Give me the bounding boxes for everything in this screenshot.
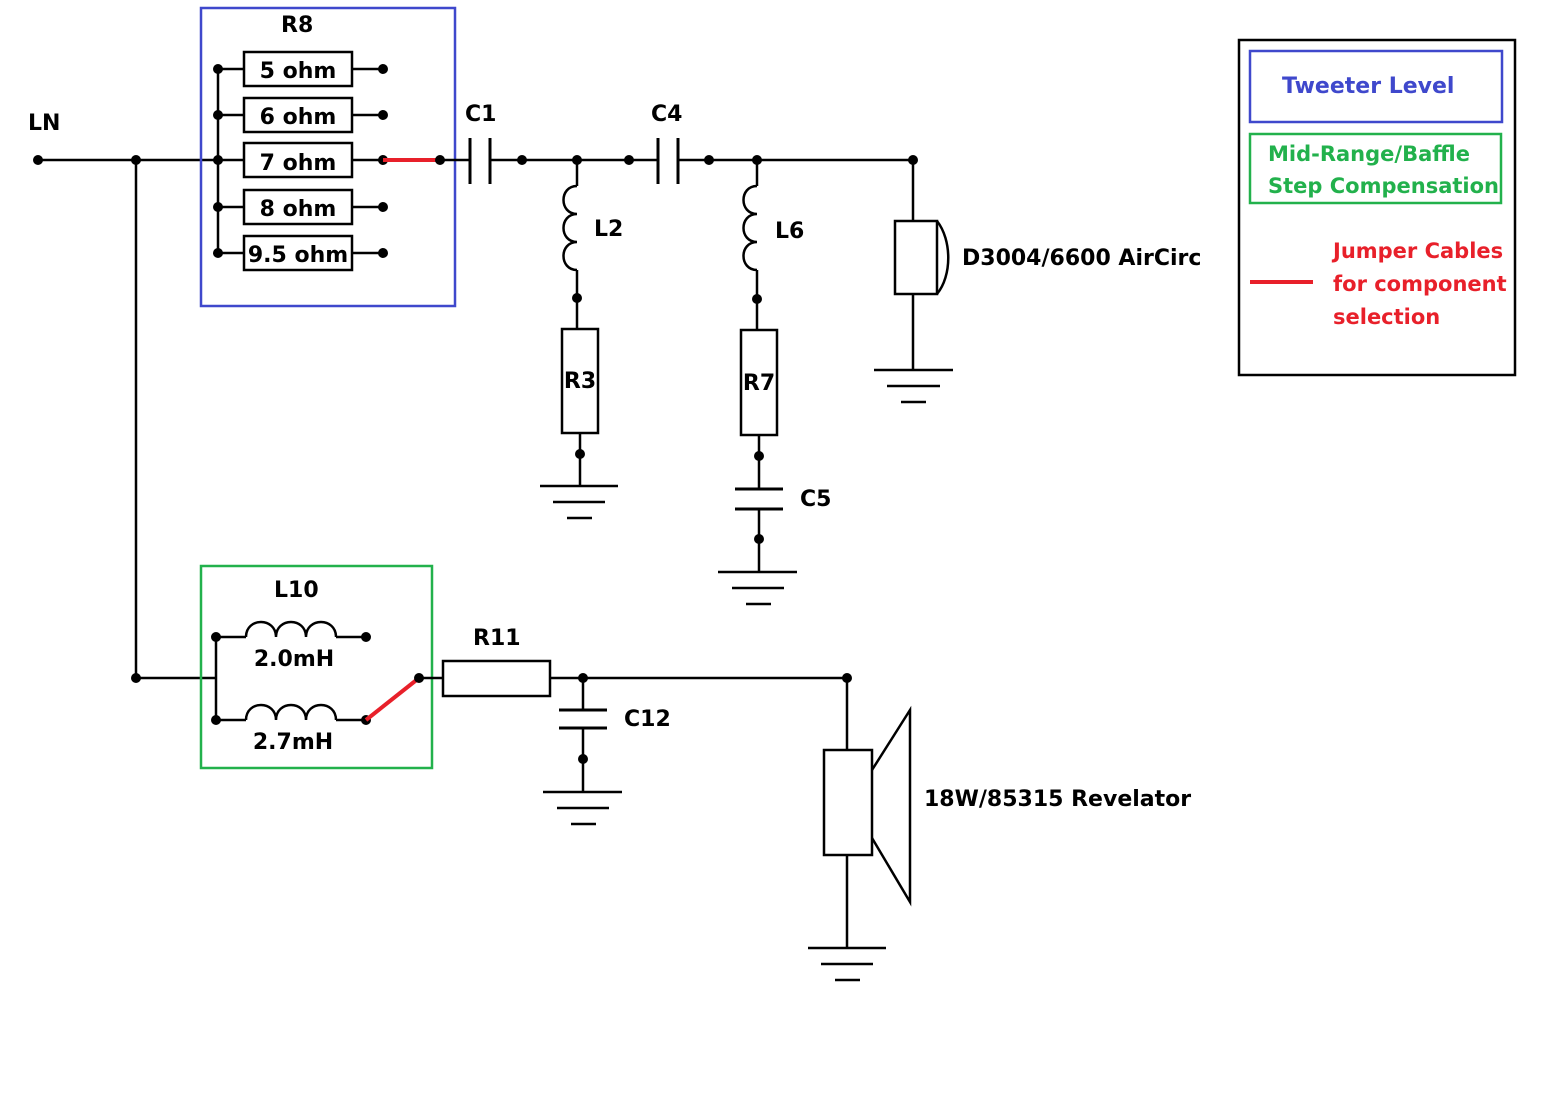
legend-jumper-line1: Jumper Cables — [1331, 239, 1503, 263]
r3-resistor — [560, 327, 600, 435]
c12-ground-icon — [543, 790, 622, 826]
c4-left-node — [624, 155, 634, 165]
c5-label: C5 — [800, 487, 831, 512]
l10-option-2-0mh: 2.0mH — [211, 620, 371, 672]
r8-option-label: 8 ohm — [260, 197, 337, 222]
r3-label: R3 — [564, 369, 596, 394]
c1-label: C1 — [465, 102, 496, 127]
tweeter-level-frame — [199, 6, 457, 308]
midrange-compensation-frame — [199, 564, 434, 770]
r8-option-label: 5 ohm — [260, 59, 337, 84]
r8-label: R8 — [281, 13, 313, 38]
l10-option-label: 2.0mH — [254, 647, 334, 672]
l10-label: L10 — [274, 578, 319, 603]
c5-ground-icon — [718, 570, 797, 606]
r8-option-5ohm: 5 ohm — [213, 50, 388, 88]
l10-option-label: 2.7mH — [253, 730, 333, 755]
legend-midrange-swatch — [1248, 132, 1503, 205]
l2-r3-node — [572, 293, 582, 303]
input-label: LN — [28, 111, 60, 136]
woofer-driver-label: 18W/85315 Revelator — [924, 787, 1191, 812]
r8-option-label: 7 ohm — [260, 151, 337, 176]
tweeter-driver-label: D3004/6600 AirCirc — [962, 246, 1201, 271]
legend-tweeter-label: Tweeter Level — [1282, 74, 1454, 99]
l10-option-2-7mh: 2.7mH — [211, 703, 371, 755]
r8-option-8ohm: 8 ohm — [213, 188, 388, 226]
woofer-driver-icon — [822, 748, 874, 857]
tweeter-dome-icon — [935, 220, 950, 295]
r11-label: R11 — [473, 626, 521, 651]
l2-label: L2 — [594, 217, 623, 242]
legend-frame — [1237, 38, 1517, 377]
tweeter-ground-icon — [874, 368, 953, 404]
c4-label: C4 — [651, 102, 682, 127]
legend-midrange-line2: Step Compensation — [1268, 174, 1499, 198]
r8-option-7ohm: 7 ohm — [213, 141, 388, 179]
legend-jumper-line2: for component — [1333, 272, 1507, 296]
legend-jumper-line3: selection — [1333, 305, 1440, 329]
c4-right-node — [704, 155, 714, 165]
c12-bottom-node — [578, 754, 588, 764]
l6-coil — [742, 184, 758, 272]
c5-bottom-node — [754, 534, 764, 544]
r8-option-9-5ohm: 9.5 ohm — [213, 234, 388, 272]
r8-option-6ohm: 6 ohm — [213, 96, 388, 134]
woofer-ground-icon — [808, 946, 886, 982]
c1-right-node — [517, 155, 527, 165]
r7-label: R7 — [743, 371, 775, 396]
r8-option-label: 9.5 ohm — [248, 243, 348, 268]
r11-resistor — [441, 659, 552, 698]
l10-jumper-cable — [364, 676, 421, 722]
r3-bottom-node — [575, 449, 585, 459]
r3-ground-icon — [540, 484, 618, 520]
l6-label: L6 — [775, 219, 804, 244]
woofer-cone-icon — [870, 705, 912, 907]
r7-bottom-node — [754, 451, 764, 461]
legend-tweeter-swatch — [1248, 49, 1504, 124]
l6-r7-node — [752, 294, 762, 304]
c12-label: C12 — [624, 707, 671, 732]
legend-midrange-line1: Mid-Range/Baffle — [1268, 142, 1470, 166]
r8-option-label: 6 ohm — [260, 105, 337, 130]
l2-coil — [562, 184, 578, 272]
tweeter-driver-icon — [893, 219, 939, 296]
